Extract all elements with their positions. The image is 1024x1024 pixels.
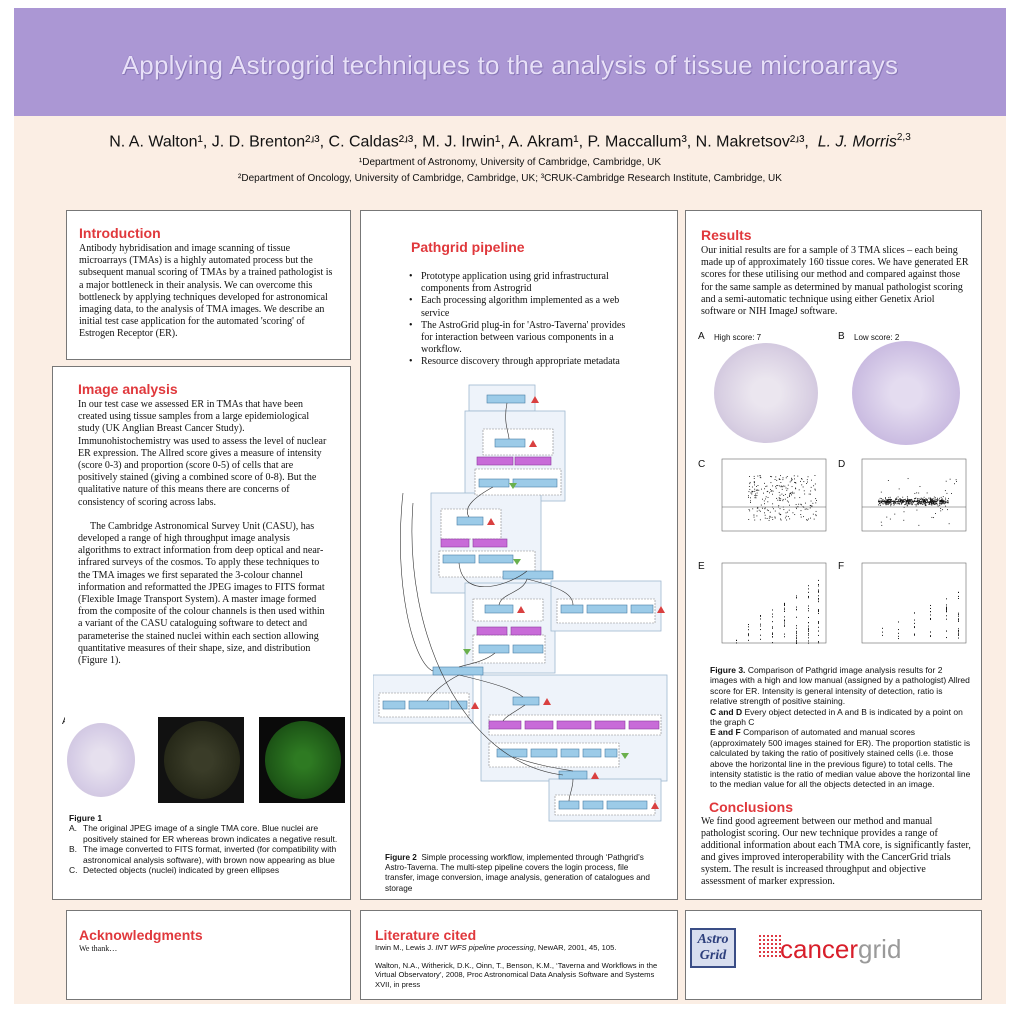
image-analysis-p1: In our test case we assessed ER in TMAs … (78, 399, 327, 508)
last-author: L. J. Morris (817, 133, 897, 151)
literature-heading: Literature cited (375, 927, 477, 943)
pathgrid-bullets: •Prototype application using grid infras… (407, 271, 637, 369)
title-banner: Applying Astrogrid techniques to the ana… (14, 8, 1006, 116)
last-author-affil: 2,3 (896, 132, 911, 143)
acknowledgments-text: We thank… (79, 944, 118, 953)
author-list: N. A. Walton¹, J. D. Brenton²ʴ³, C. Cald… (14, 132, 1006, 151)
image-analysis-p2: The Cambridge Astronomical Survey Unit (… (78, 520, 325, 667)
fig2-caption: Figure 2 Simple processing workflow, imp… (385, 853, 650, 893)
authors-text: N. A. Walton¹, J. D. Brenton²ʴ³, C. Cald… (109, 133, 809, 151)
image-analysis-panel: Image analysis In our test case we asses… (52, 366, 351, 900)
reference-1: Irwin M., Lewis J. INT WFS pipeline proc… (375, 943, 617, 952)
workflow-diagram (373, 384, 668, 822)
fig1-item-a: A.The original JPEG image of a single TM… (69, 823, 338, 844)
fig1-image-b (158, 717, 244, 803)
fig3-label-d: D (838, 459, 846, 470)
high-score-label: High score: 7 (714, 333, 762, 342)
conclusions-text: We find good agreement between our metho… (701, 816, 971, 887)
fig3-label-b: B (838, 331, 845, 342)
fig1-image-a (65, 717, 135, 803)
literature-panel: Literature cited Irwin M., Lewis J. INT … (360, 910, 678, 1000)
acknowledgments-panel: Acknowledgments We thank… (66, 910, 351, 1000)
fig3-caption: Figure 3. Comparison of Pathgrid image a… (710, 665, 971, 790)
fig3-label-c: C (698, 459, 706, 470)
fig3-image-b: Low score: 2 (850, 331, 962, 445)
low-score-label: Low score: 2 (854, 333, 900, 342)
results-heading: Results (701, 227, 752, 243)
bullet-3: •The AstroGrid plug-in for 'Astro-Tavern… (409, 319, 626, 356)
results-panel: Results Our initial results are for a sa… (685, 210, 982, 900)
poster-title: Applying Astrogrid techniques to the ana… (121, 50, 899, 80)
cancergrid-logo: cancergrid (780, 934, 902, 964)
fig3-plot-d (861, 458, 967, 532)
introduction-heading: Introduction (79, 225, 161, 241)
results-text: Our initial results are for a sample of … (701, 245, 969, 318)
cancergrid-dots-icon (758, 934, 782, 958)
affiliation-1: ¹Department of Astronomy, University of … (358, 157, 662, 168)
fig3-plot-f (861, 562, 967, 644)
bullet-4: •Resource discovery through appropriate … (409, 356, 620, 368)
acknowledgments-heading: Acknowledgments (79, 927, 203, 943)
fig1-item-b: B.The image converted to FITS format, in… (69, 844, 337, 865)
affiliation-2: ²Department of Oncology, University of C… (238, 173, 782, 184)
fig1-item-c: C.Detected objects (nuclei) indicated by… (69, 865, 280, 876)
fig3-plot-c (721, 458, 827, 532)
fig3-plot-e (721, 562, 827, 644)
fig3-label-f: F (838, 561, 845, 572)
fig1-image-c (259, 717, 345, 803)
conclusions-heading: Conclusions (709, 799, 794, 815)
reference-2: Walton, N.A., Witherick, D.K., Oinn, T.,… (375, 960, 658, 989)
introduction-text: Antibody hybridisation and image scannin… (79, 243, 333, 340)
pathgrid-panel: Pathgrid pipeline •Prototype application… (360, 210, 678, 900)
fig3-label-a: A (698, 331, 705, 342)
image-analysis-heading: Image analysis (78, 381, 178, 397)
fig1-title: Figure 1 (69, 813, 103, 823)
pathgrid-heading: Pathgrid pipeline (411, 239, 525, 255)
bullet-2: •Each processing algorithm implemented a… (409, 295, 620, 319)
fig3-image-a: High score: 7 (710, 331, 822, 443)
introduction-panel: Introduction Antibody hybridisation and … (66, 210, 351, 360)
bullet-1: •Prototype application using grid infras… (409, 271, 609, 295)
fig3-label-e: E (698, 561, 705, 572)
